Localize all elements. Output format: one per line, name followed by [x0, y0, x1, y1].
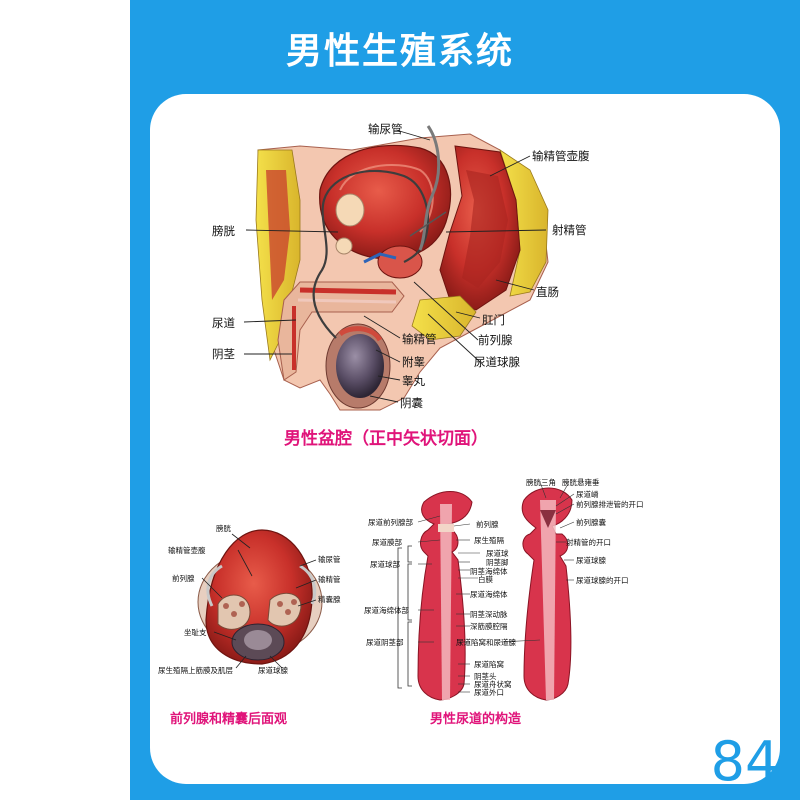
label-pv-fascia: 尿生殖隔上筋膜及肌层 [158, 666, 233, 675]
label-epididymis: 附睾 [402, 355, 425, 369]
label-u-spongiosum: 尿道海绵体 [470, 590, 508, 599]
label-u-orifice: 尿道外口 [474, 688, 504, 697]
label-prostate: 前列腺 [478, 333, 513, 347]
label-pv-ureter: 输尿管 [318, 555, 341, 564]
label-pv-ampulla: 输精管壶腹 [168, 546, 206, 555]
label-scrotum: 阴囊 [400, 396, 423, 410]
label-u-lacunae: 尿道陷窝和尿道腺 [456, 638, 516, 647]
label-u-crest: 尿道嵴 [576, 490, 599, 499]
label-u-ejac-opening: 射精管的开口 [566, 538, 611, 547]
label-u-membranous: 尿道膜部 [372, 538, 402, 547]
label-u-spongy-part: 尿道海绵体部 [364, 606, 409, 615]
poster-title: 男性生殖系统 [285, 31, 514, 72]
label-pv-prostate: 前列腺 [172, 574, 195, 583]
label-bulbourethral-gland: 尿道球腺 [474, 355, 520, 369]
label-u-duct-openings: 前列腺排泄管的开口 [576, 500, 644, 509]
label-ejaculatory-duct: 射精管 [552, 223, 587, 237]
label-u-bulbous-part: 尿道球部 [370, 560, 400, 569]
label-pv-ischium: 坐耻支 [184, 628, 207, 637]
page-number: 84 [710, 730, 780, 793]
label-u-bulb-gland: 尿道球腺 [576, 556, 606, 565]
label-u-septum: 深筋膜腔隔 [470, 622, 508, 631]
label-ureter: 输尿管 [368, 122, 403, 136]
label-u-deep-artery: 阴茎深动脉 [470, 610, 508, 619]
label-u-trigone: 膀胱三角 [526, 478, 556, 487]
label-u-uvula: 膀胱悬雍垂 [562, 478, 600, 487]
label-u-navicular: 尿道舟状窝 [474, 680, 512, 689]
label-u-fossa: 尿道陷窝 [474, 660, 504, 669]
label-ampulla: 输精管壶腹 [532, 149, 590, 163]
label-pv-vas: 输精管 [318, 575, 341, 584]
label-pv-bladder: 膀胱 [216, 524, 231, 533]
label-rectum: 直肠 [536, 285, 559, 299]
label-u-utricle: 前列腺囊 [576, 518, 606, 527]
label-u-cavernosum: 阴茎海绵体 [470, 567, 508, 576]
label-u-tunica: 白膜 [478, 575, 493, 584]
label-pv-bulbourethral: 尿道球腺 [258, 666, 288, 675]
label-anus: 肛门 [482, 313, 505, 327]
label-vas-deferens: 输精管 [402, 332, 437, 346]
label-bladder: 膀胱 [212, 224, 235, 238]
prostate-view-caption: 前列腺和精囊后面观 [170, 712, 288, 727]
label-u-diaphragm: 尿生殖隔 [474, 536, 504, 545]
label-u-penile-part: 尿道阴茎部 [366, 638, 404, 647]
label-testis: 睾丸 [402, 374, 425, 388]
label-urethra: 尿道 [212, 316, 235, 330]
label-u-bulb-gland-opening: 尿道球腺的开口 [576, 576, 629, 585]
label-u-prostate: 前列腺 [476, 520, 499, 529]
pelvis-caption: 男性盆腔（正中矢状切面） [284, 429, 488, 449]
label-pv-seminal: 精囊腺 [318, 595, 341, 604]
label-penis: 阴茎 [212, 347, 235, 361]
urethra-view-caption: 男性尿道的构造 [430, 712, 522, 727]
prostate-posterior-figure [197, 529, 323, 669]
urethra-figure [397, 481, 575, 701]
label-u-prostatic-part: 尿道前列腺部 [368, 518, 413, 527]
label-u-crus: 阴茎脚 [486, 558, 509, 567]
label-u-bulb: 尿道球 [486, 549, 509, 558]
pelvis-section-figure [243, 125, 549, 411]
label-u-glans: 阴茎头 [474, 672, 497, 681]
